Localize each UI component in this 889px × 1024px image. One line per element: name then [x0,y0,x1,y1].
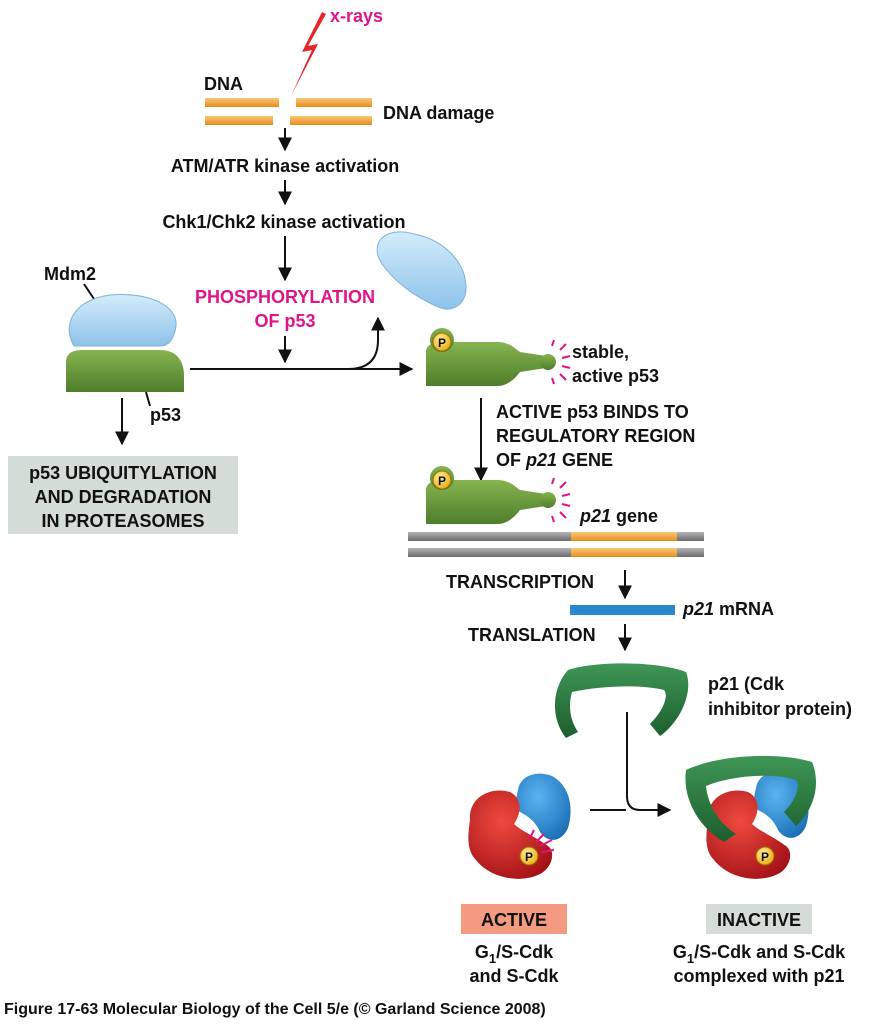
binds-line2: REGULATORY REGION [496,426,695,446]
degradation-line1: p53 UBIQUITYLATION [29,463,217,483]
binds-line1: ACTIVE p53 BINDS TO [496,402,689,422]
active-p53-protein: P [426,328,571,386]
degradation-line3: IN PROTEASOMES [41,511,204,531]
inactive-badge [706,904,812,934]
lightning-bolt-icon [291,12,326,96]
active-badge [461,904,567,934]
p21-protein-bound [685,755,817,842]
stable-label-line2: active p53 [572,366,659,386]
phosphate-symbol: P [438,336,446,350]
inactive-cdk-p21-complex: P [685,755,817,879]
atm-atr-label: ATM/ATR kinase activation [171,156,399,176]
degradation-line2: AND DEGRADATION [35,487,212,507]
phosphate-icon-4 [755,846,775,866]
binds-line3: OF p21 GENE [496,450,613,470]
dna-label: DNA [204,74,243,94]
mdm2-protein [68,294,177,347]
mrna-label: p21 mRNA [682,599,774,619]
gene-bound-p53-protein: P [426,466,571,524]
p21-label-line2: inhibitor protein) [708,699,852,719]
active-cdk-line1: G1/S-Cdk [475,942,554,966]
phosphate-symbol-4: P [761,850,769,864]
figure-caption: Figure 17-63 Molecular Biology of the Ce… [4,1001,546,1018]
x-rays-label: x-rays [330,6,383,26]
p53-pointer [145,391,151,407]
phosphate-icon-2 [432,470,452,490]
stable-label-line1: stable, [572,342,629,362]
activation-spark-icon [551,339,571,385]
dna-damage-label: DNA damage [383,103,494,123]
active-badge-text: ACTIVE [481,910,547,930]
degradation-box [8,456,238,534]
p21-mrna [570,605,675,615]
activation-spark-icon-2 [551,477,571,523]
inactive-badge-text: INACTIVE [717,910,801,930]
active-cdk-line2: and S-Cdk [469,966,559,986]
chk-label: Chk1/Chk2 kinase activation [162,212,405,232]
broken-dna-icon [205,98,372,125]
transcription-label: TRANSCRIPTION [446,572,594,592]
translation-label: TRANSLATION [468,625,596,645]
active-cdk-complex: P [468,773,571,879]
phosphorylation-label-line2: OF p53 [254,311,315,331]
mdm2-label: Mdm2 [44,264,96,284]
released-mdm2-protein [376,231,467,310]
active-site-spark-icon [529,829,555,853]
p21-gene-label: p21 gene [579,506,658,526]
phosphorylation-label-line1: PHOSPHORYLATION [195,287,375,307]
p53-label: p53 [150,405,181,425]
arrow-mdm2-release [347,316,385,370]
p21-gene-dna [408,532,704,557]
phosphate-symbol-3: P [525,850,533,864]
arrow-p21-to-complex [626,712,672,817]
phosphate-icon-3 [519,846,539,866]
inactive-cdk-line2: complexed with p21 [673,966,844,986]
inactive-cdk-line1: G1/S-Cdk and S-Cdk [673,942,846,966]
phosphate-symbol-2: P [438,474,446,488]
p21-label-line1: p21 (Cdk [708,674,785,694]
p21-protein [554,663,689,738]
p53-protein-bound [66,350,184,392]
cyclin-protein [516,773,571,840]
phosphate-icon [432,332,452,352]
